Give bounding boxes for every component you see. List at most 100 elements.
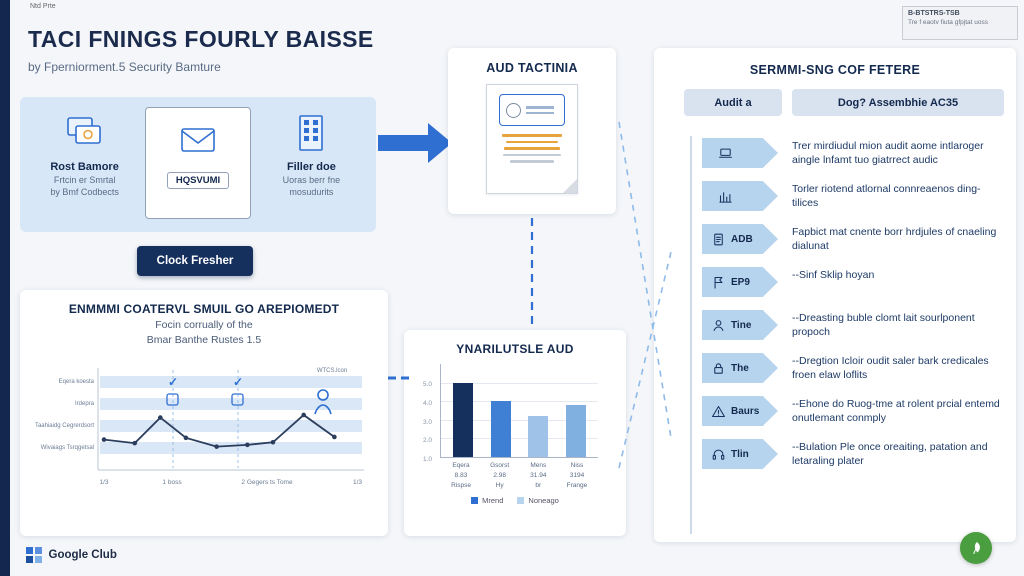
- bar-chart-icon: [702, 181, 778, 211]
- envelope-icon: [146, 118, 250, 164]
- building-icon: [255, 111, 368, 157]
- features-panel: SERMMI-SNG COF FETERE Audit a Dog? Assem…: [654, 48, 1016, 542]
- process-item-3: Filler doe Uoras berr fne mosudurits: [255, 107, 368, 222]
- tab-bar: Audit a Dog? Assembhie AC35: [684, 89, 1016, 116]
- row-label: Taahiaidg Cegrerdsort: [35, 423, 94, 429]
- review-panel: ENMMMI COATERVL SMUIL GO AREPIOMEDT Foci…: [20, 290, 388, 536]
- person-figure-icon: [314, 389, 332, 415]
- doc-line: [506, 140, 558, 143]
- laptop-icon: [702, 138, 778, 168]
- chip-label: Tine: [731, 319, 752, 331]
- process-panel: Rost Bamore Frtcin er Smrtal by Bmf Codb…: [20, 97, 376, 232]
- bar: [565, 404, 586, 457]
- process-item-line: Frtcin er Smrtal: [53, 175, 116, 185]
- corner-note: B-BTSTRS-TSB Tre f eaotv fiuta gfpjtat u…: [902, 6, 1018, 40]
- review-panel-title: ENMMMI COATERVL SMUIL GO AREPIOMEDT: [68, 302, 340, 316]
- chip-label: Tlin: [731, 448, 749, 460]
- process-item-1: Rost Bamore Frtcin er Smrtal by Bmf Codb…: [28, 107, 141, 222]
- feature-text: --Dregtion Icloir oudit saler bark credi…: [792, 355, 989, 382]
- process-item-title: Rost Bamore: [50, 161, 119, 173]
- features-panel-title: SERMMI-SNG COF FETERE: [749, 63, 921, 77]
- feature-text: --Sinf Sklip hoyan: [792, 269, 875, 281]
- feature-row-5: Tine --Dreasting buble clomt lait sourlp…: [702, 310, 1008, 340]
- audit-document-card: AUD TACTINIA: [448, 48, 616, 214]
- trend-line-dots: [101, 412, 337, 449]
- review-subtitle-2: Bmar Banthe Rustes 1.5: [146, 334, 262, 346]
- grid-logo-icon: [26, 547, 42, 563]
- y-tick: 2.0: [422, 437, 432, 445]
- checkmark-icon: ✓: [168, 375, 178, 389]
- legend-label: Mrend: [482, 496, 504, 506]
- tab-assemble[interactable]: Dog? Assembhie AC35: [792, 89, 1004, 116]
- person-icon: Tine: [702, 310, 778, 340]
- process-item-title: HQSVUMI: [166, 172, 230, 189]
- feature-list: Trer mirdiudul mion audit aome intlaroge…: [702, 138, 1008, 482]
- feature-text: --Ehone do Ruog-tme at rolent prcial ent…: [792, 398, 1000, 425]
- legend-item: Mrend: [471, 496, 503, 505]
- process-item-line: Uoras berr fne: [282, 175, 341, 185]
- step-icon: [231, 393, 244, 406]
- doc-line: [503, 153, 561, 156]
- y-axis-ticks: 5.0 4.0 3.0 2.0 1.0: [412, 381, 436, 478]
- id-card-icon: [499, 94, 565, 126]
- x-tick: 1/3: [353, 479, 362, 486]
- doc-line: [510, 160, 554, 163]
- y-tick: 3.0: [422, 418, 432, 426]
- row-label: Irdepra: [75, 401, 95, 407]
- brand-name: Google Club: [48, 548, 117, 561]
- clock-fresher-button[interactable]: Clock Fresher: [137, 246, 253, 276]
- arrow-right-icon: [378, 123, 454, 163]
- chip-label: ADB: [731, 233, 753, 245]
- note-line-2: Tre f eaotv fiuta gfpjtat uoss: [908, 19, 988, 26]
- note-line-1: B-BTSTRS-TSB: [908, 10, 960, 17]
- document-icon: ADB: [702, 224, 778, 254]
- y-tick: 4.0: [422, 399, 432, 407]
- top-mark-text: Ntd Prte: [30, 3, 56, 10]
- x-tick: 1 boss: [162, 479, 182, 486]
- doc-line: [504, 147, 560, 150]
- feature-row-4: EP9 --Sinf Sklip hoyan: [702, 267, 1008, 297]
- gridline: [441, 401, 598, 403]
- feature-row-2: Torler riotend atlornal connreaenos ding…: [702, 181, 1008, 211]
- feature-row-7: Baurs --Ehone do Ruog-tme at rolent prci…: [702, 396, 1008, 426]
- gridline: [441, 438, 598, 440]
- warning-icon: Baurs: [702, 396, 778, 426]
- page-subtitle: by Fperniorment.5 Security Bamture: [28, 60, 221, 74]
- bar-chart-plot: [440, 364, 598, 458]
- stacked-cards-icon: [28, 111, 141, 157]
- tab-audit[interactable]: Audit a: [684, 89, 782, 116]
- legend-label: Noneago: [528, 496, 559, 506]
- chip-label: The: [731, 362, 749, 374]
- legend-swatch: [471, 497, 479, 505]
- review-subtitle-1: Focin corrually of the: [155, 319, 253, 331]
- eco-badge-icon: [960, 532, 992, 564]
- flag-icon: EP9: [702, 267, 778, 297]
- lock-icon: The: [702, 353, 778, 383]
- bar-panel-title: YNARILUTSLE AUD: [456, 342, 574, 356]
- panel-divider: [690, 136, 692, 534]
- chart-legend: Mrend Noneago: [404, 496, 626, 505]
- x-tick: 1/3: [99, 479, 108, 486]
- row-label: Eqera koesta: [59, 379, 95, 385]
- bar: [490, 401, 511, 457]
- line-chart: Eqera koesta Irdepra Taahiaidg Cegrerdso…: [35, 368, 364, 486]
- bar: [453, 382, 473, 457]
- legend-item: Noneago: [517, 496, 559, 506]
- chart-annotation: WTCS.lcon: [317, 368, 347, 374]
- legend-swatch: [517, 497, 525, 505]
- page-title: TACI FNINGS FOURLY BAISSE: [28, 26, 374, 52]
- y-tick: 1.0: [422, 456, 432, 464]
- gridline: [441, 382, 598, 384]
- bar: [528, 416, 549, 457]
- chip-label: Baurs: [731, 405, 760, 417]
- id-card-lines: [526, 103, 554, 117]
- feature-row-8: Tlin --Bulation Ple once oreaiting, pata…: [702, 439, 1008, 469]
- document-card-title: AUD TACTINIA: [486, 61, 578, 75]
- y-tick: 5.0: [422, 381, 432, 388]
